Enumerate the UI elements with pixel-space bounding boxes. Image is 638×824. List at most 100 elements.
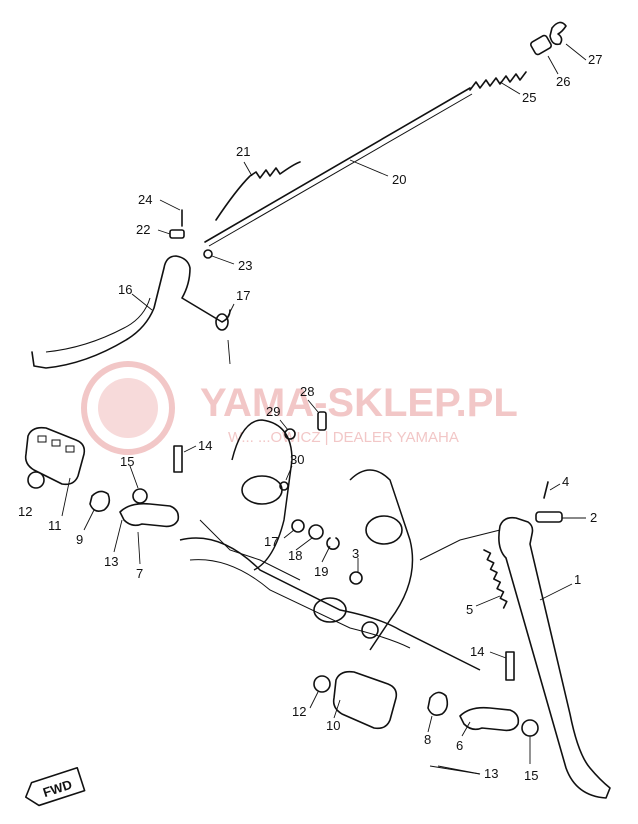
- leader-13a: [113, 519, 123, 553]
- nut-30: [279, 481, 289, 491]
- callout-5: 5: [466, 602, 473, 617]
- leader-lines: [61, 43, 587, 775]
- callout-12a: 12: [18, 504, 32, 519]
- right-footrest-group: [313, 651, 539, 775]
- frame-bracket-right: [349, 469, 414, 651]
- brake-rod: [204, 87, 471, 243]
- leader-22: [157, 229, 171, 235]
- watermark-title: YAMA-SKLEP.PL: [200, 381, 518, 425]
- frame-boss-bottom: [313, 597, 347, 623]
- callout-17b: 17: [264, 534, 278, 549]
- callout-7: 7: [136, 566, 143, 581]
- return-spring: [215, 161, 301, 221]
- leader-19: [321, 545, 331, 563]
- leader-13b: [437, 765, 481, 775]
- pivot-bolt: [535, 511, 563, 523]
- leader-10: [333, 699, 341, 719]
- callout-24: 24: [138, 192, 152, 207]
- footrest-bolt-bush: [361, 621, 379, 639]
- leader-28: [307, 399, 319, 413]
- frame-tube-upper: [179, 537, 481, 671]
- leader-14a: [183, 445, 197, 453]
- callout-22: 22: [136, 222, 150, 237]
- callout-30: 30: [290, 452, 304, 467]
- callout-12b: 12: [292, 704, 306, 719]
- leader-4: [549, 483, 561, 491]
- footrest-shaft: [199, 519, 301, 581]
- leader-12b: [309, 691, 319, 709]
- watermark-subtitle: W... ...OWICZ | DEALER YAMAHA: [228, 429, 459, 446]
- left-footrest-bracket: [119, 502, 180, 528]
- right-footrest-bracket: [459, 706, 520, 732]
- brake-pedal: [31, 255, 231, 369]
- wing-nut: [549, 21, 567, 46]
- callout-8: 8: [424, 732, 431, 747]
- watermark-logo-inner: [98, 378, 158, 438]
- leader-14b: [489, 651, 507, 659]
- leader-17b: [283, 529, 295, 539]
- callout-25: 25: [522, 90, 536, 105]
- nut-29: [284, 428, 296, 440]
- callout-1: 1: [574, 572, 581, 587]
- pin: [169, 229, 185, 239]
- callout-18: 18: [288, 548, 302, 563]
- leader-6: [461, 721, 471, 737]
- callout-21: 21: [236, 144, 250, 159]
- callout-29: 29: [266, 404, 280, 419]
- leader-24: [159, 199, 181, 211]
- callout-6: 6: [456, 738, 463, 753]
- brake-rod-assembly: [31, 21, 567, 369]
- left-bolt: [173, 445, 183, 473]
- callout-17a: 17: [236, 288, 250, 303]
- footrest-tread-3: [65, 445, 75, 453]
- frame-rail: [419, 529, 501, 561]
- callout-28: 28: [300, 384, 314, 399]
- frame-tube-lower: [189, 559, 411, 649]
- leader-21: [243, 161, 253, 177]
- leader-1: [539, 583, 573, 601]
- left-washer: [27, 471, 45, 489]
- right-footrest: [332, 670, 398, 730]
- fwd-label: FWD: [41, 777, 74, 800]
- right-spring: [427, 691, 449, 716]
- brake-pedal-shaft-end: [215, 313, 229, 331]
- frame-small-parts: [279, 411, 363, 585]
- leader-15a: [129, 465, 139, 489]
- frame-boss-right: [365, 515, 403, 545]
- washer-17b: [291, 519, 305, 533]
- washer-18: [308, 524, 324, 540]
- callout-26: 26: [556, 74, 570, 89]
- callout-13b: 13: [484, 766, 498, 781]
- leader-7: [137, 531, 141, 565]
- footrest-tread-1: [37, 435, 47, 443]
- frame-boss-left: [241, 475, 283, 505]
- footrest-tread-2: [51, 439, 61, 447]
- leader-17a: [225, 303, 235, 321]
- brake-pedal-edge: [45, 297, 151, 353]
- callout-11: 11: [48, 518, 62, 533]
- frame: [179, 419, 501, 671]
- leader-29: [279, 419, 289, 431]
- circlip-19: [326, 537, 340, 550]
- callout-14b: 14: [470, 644, 484, 659]
- cotter-pin-stand: [543, 481, 549, 499]
- callout-13a: 13: [104, 554, 118, 569]
- leader-16: [131, 293, 153, 311]
- leader-5: [475, 595, 501, 607]
- frame-bracket-left: [231, 419, 293, 571]
- leader-8: [427, 715, 433, 733]
- adjusting-nut: [530, 34, 552, 56]
- right-bolt: [505, 651, 515, 681]
- callout-9: 9: [76, 532, 83, 547]
- brake-rod-spring: [469, 71, 527, 91]
- callout-10: 10: [326, 718, 340, 733]
- callouts: 1 2 3 4 5 6 7 8 9 10 11 12 12 13 13 14 1…: [18, 52, 602, 783]
- leader-23: [211, 255, 235, 265]
- callout-19: 19: [314, 564, 328, 579]
- leader-27: [565, 43, 587, 61]
- callout-3: 3: [352, 546, 359, 561]
- callout-2: 2: [590, 510, 597, 525]
- bolt-28: [317, 411, 327, 431]
- nut-3: [349, 571, 363, 585]
